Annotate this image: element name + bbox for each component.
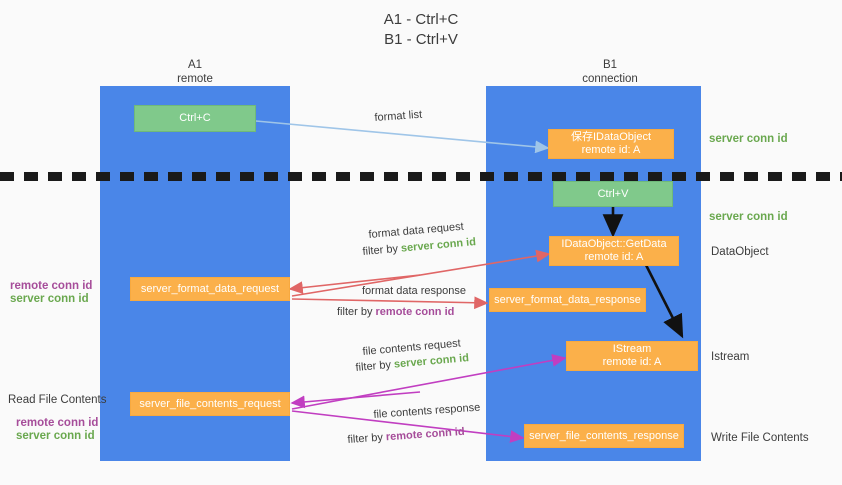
node-ctrl-c[interactable]: Ctrl+C [134,105,256,132]
column-header-a1: A1 remote [130,58,260,86]
edge-label-file-contents-response: file contents response [373,401,481,421]
filter-prefix: filter by [362,242,402,258]
edge-label-format-data-response: format data response [362,285,466,297]
node-idataobject-getdata-line2: remote id: A [584,251,644,263]
title-line-1: A1 - Ctrl+C [383,11,459,28]
node-server-format-data-request[interactable]: server_format_data_request [130,277,290,301]
filter-value-server-conn-id: server conn id [400,236,477,255]
annotation-format-remote-conn-id: remote conn id [10,280,93,292]
filter-value-remote-conn-id: remote conn id [375,306,455,318]
node-istream-line2: remote id: A [602,356,662,368]
annotation-file-remote-conn-id: remote conn id [16,417,99,429]
node-istream[interactable]: IStream remote id: A [566,341,698,371]
node-ctrl-v-line1: Ctrl+V [597,187,629,200]
arrow-file-contents-request-in [290,391,421,409]
annotation-server-conn-id-second: server conn id [709,211,788,223]
annotation-server-conn-id-top: server conn id [709,133,788,145]
annotation-format-server-conn-id: server conn id [10,293,89,305]
node-server-file-contents-response-line1: server_file_contents_response [529,429,679,442]
edge-label-file-contents-response-filter: filter by remote conn id [347,425,465,447]
node-server-file-contents-response[interactable]: server_file_contents_response [524,424,684,448]
node-istream-line1: IStream [612,343,652,355]
node-ctrl-v[interactable]: Ctrl+V [553,181,673,207]
node-idataobject-getdata[interactable]: IDataObject::GetData remote id: A [549,236,679,266]
node-server-file-contents-request[interactable]: server_file_contents_request [130,392,290,416]
node-save-idataobject-line2: remote id: A [581,144,641,156]
annotation-read-file-contents: Read File Contents [8,394,107,406]
node-server-file-contents-request-line1: server_file_contents_request [139,397,281,410]
phase-separator [0,168,842,181]
diagram-title: A1 - Ctrl+C B1 - Ctrl+V [0,10,842,50]
arrow-format-data-response [291,296,489,310]
filter-prefix: filter by [337,306,376,318]
annotation-file-server-conn-id: server conn id [16,430,95,442]
annotation-write-file-contents: Write File Contents [711,432,809,444]
column-header-b1: B1 connection [545,58,675,86]
annotation-istream: Istream [711,351,750,363]
node-server-format-data-request-line1: server_format_data_request [140,282,280,295]
filter-prefix: filter by [355,358,395,374]
column-b1-role: connection [582,73,638,85]
filter-value-remote-conn-id: remote conn id [385,425,465,444]
column-a1-name: A1 [187,59,203,71]
node-server-format-data-response[interactable]: server_format_data_response [489,288,646,312]
filter-prefix: filter by [347,431,387,446]
edge-label-format-data-response-filter: filter by remote conn id [337,305,454,319]
edge-label-format-list: format list [374,108,423,124]
node-server-format-data-response-line1: server_format_data_response [494,293,641,306]
node-idataobject-getdata-line1: IDataObject::GetData [561,238,667,250]
title-line-2: B1 - Ctrl+V [384,31,458,48]
node-ctrl-c-line1: Ctrl+C [179,112,211,124]
column-a1-role: remote [177,73,213,85]
annotation-dataobject: DataObject [711,246,769,258]
column-b1-name: B1 [602,59,618,71]
node-save-idataobject-line1: 保存IDataObject [570,131,652,143]
node-save-idataobject[interactable]: 保存IDataObject remote id: A [548,129,674,159]
